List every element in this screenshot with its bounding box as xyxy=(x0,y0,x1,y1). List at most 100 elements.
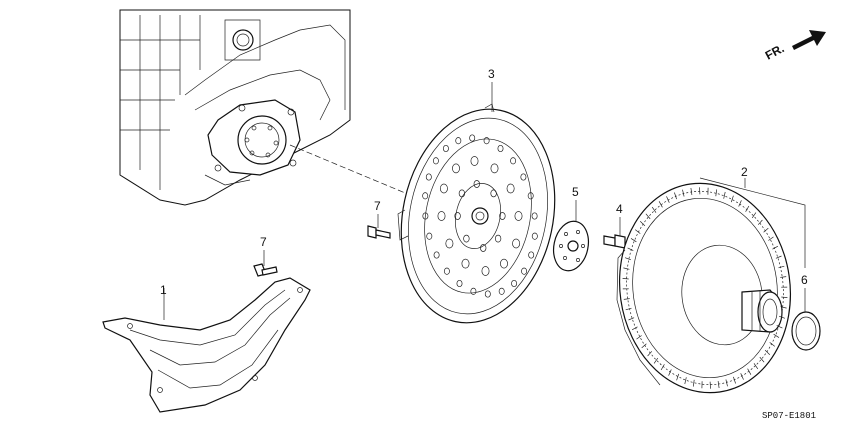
drive-plate-hole xyxy=(454,212,461,220)
drive-plate-hole xyxy=(490,189,497,198)
drive-plate-hole xyxy=(521,267,528,275)
ring-gear-tooth xyxy=(623,298,630,300)
ring-gear-tooth xyxy=(682,189,685,197)
torque-converter xyxy=(616,182,792,394)
callout-3: 3 xyxy=(488,67,495,81)
drive-plate-hole xyxy=(473,180,480,188)
ring-gear-tooth xyxy=(757,219,763,225)
drive-plate-hole xyxy=(470,287,477,295)
ring-gear-tooth xyxy=(631,326,638,331)
ring-gear-tooth xyxy=(623,267,630,270)
ring-gear-tooth xyxy=(636,335,642,340)
callout-6: 6 xyxy=(801,273,808,287)
ring-gear-tooth xyxy=(625,307,632,311)
ring-gear-tooth xyxy=(666,196,670,203)
diagram-code: SP07-E1801 xyxy=(762,411,816,421)
drive-plate-hole xyxy=(531,232,538,240)
ring-gear-tooth xyxy=(776,325,783,329)
drive-plate-hole xyxy=(512,238,521,249)
callout-4: 4 xyxy=(616,202,623,216)
ring-gear-tooth xyxy=(751,212,757,219)
drive-plate-hole xyxy=(442,144,449,153)
bolt-4 xyxy=(603,234,626,249)
ring-gear-tooth xyxy=(733,376,736,384)
front-direction-indicator: FR. xyxy=(763,30,826,63)
ring-gear-tooth xyxy=(692,379,695,387)
ring-gear-tooth xyxy=(768,236,774,241)
callout-2: 2 xyxy=(741,165,748,179)
ring-gear-tooth xyxy=(628,317,635,321)
ring-gear-tooth xyxy=(769,342,776,347)
ring-gear-tooth xyxy=(780,276,787,278)
ring-gear-tooth xyxy=(715,189,718,197)
ring-gear-tooth xyxy=(639,221,646,227)
ring-gear-tooth xyxy=(740,373,744,380)
ring-gear-tooth xyxy=(651,206,657,213)
ring-gear-tooth xyxy=(730,195,734,203)
back-plate xyxy=(552,220,590,272)
drive-plate-hole xyxy=(443,267,450,275)
ring-gear-tooth xyxy=(647,351,653,357)
drive-plate-hole xyxy=(500,258,508,269)
drive-plate-hole xyxy=(531,212,538,220)
drive-plate-hole xyxy=(422,212,429,220)
ring-gear-tooth xyxy=(627,247,634,251)
drive-plate-hole xyxy=(499,212,506,220)
front-arrow-icon xyxy=(792,30,826,50)
callout-7-drive-plate: 7 xyxy=(374,199,381,213)
ring-gear-tooth xyxy=(753,363,759,370)
drive-plate-hole xyxy=(422,192,429,200)
drive-plate-hole xyxy=(470,156,479,166)
ring-gear-tooth xyxy=(780,306,787,309)
ring-gear-tooth xyxy=(738,200,742,207)
ring-gear-tooth xyxy=(660,364,665,371)
drive-plate-hole xyxy=(483,137,490,145)
ring-gear-tooth xyxy=(725,379,728,387)
lower-plate xyxy=(102,277,311,413)
o-ring xyxy=(791,311,821,351)
drive-plate-hole xyxy=(439,183,448,194)
ring-gear-tooth xyxy=(630,238,637,243)
ring-gear-tooth xyxy=(676,373,680,381)
ring-gear-tooth xyxy=(745,205,750,212)
drive-plate-hole xyxy=(455,137,462,145)
drive-plate-hole xyxy=(498,287,505,295)
leader-lines xyxy=(163,82,806,320)
drive-plate-hole xyxy=(481,266,490,276)
drive-plate xyxy=(397,103,556,324)
ring-gear-tooth xyxy=(668,369,672,376)
drive-plate-hole xyxy=(494,234,502,243)
ring-gear-tooth xyxy=(690,187,693,195)
engine-block xyxy=(119,9,351,206)
drive-plate-hole xyxy=(426,232,433,240)
callout-7-lower-plate: 7 xyxy=(260,235,267,249)
ring-gear-tooth xyxy=(717,381,720,389)
callout-1: 1 xyxy=(160,283,167,297)
ring-gear-tooth xyxy=(641,343,647,349)
drive-plate-hole xyxy=(452,163,460,174)
drive-plate-hole xyxy=(458,189,466,198)
ring-gear-tooth xyxy=(645,213,651,220)
drive-plate-hole xyxy=(510,157,517,165)
drive-plate-hole xyxy=(469,134,476,142)
drive-plate-hole xyxy=(480,244,487,252)
drive-plate-hole xyxy=(463,234,470,243)
bolt-7-drive-plate xyxy=(367,225,391,239)
ring-gear-tooth xyxy=(684,377,687,385)
ring-gear-tooth xyxy=(624,257,632,261)
drive-plate-hole xyxy=(445,238,454,249)
drive-plate-hole xyxy=(527,192,534,200)
drive-plate-hole xyxy=(456,279,463,288)
drive-plate-hole xyxy=(425,173,432,181)
callout-5: 5 xyxy=(572,185,579,199)
drive-plate-hole xyxy=(520,173,527,181)
ring-gear-tooth xyxy=(759,356,765,363)
ring-gear-tooth xyxy=(747,368,752,375)
drive-plate-hole xyxy=(528,251,535,259)
drive-plate-hole xyxy=(432,157,439,165)
drive-plate-hole xyxy=(437,211,446,221)
ring-gear-tooth xyxy=(674,192,677,200)
ring-gear-tooth xyxy=(778,315,786,319)
ring-gear-tooth xyxy=(772,245,779,250)
